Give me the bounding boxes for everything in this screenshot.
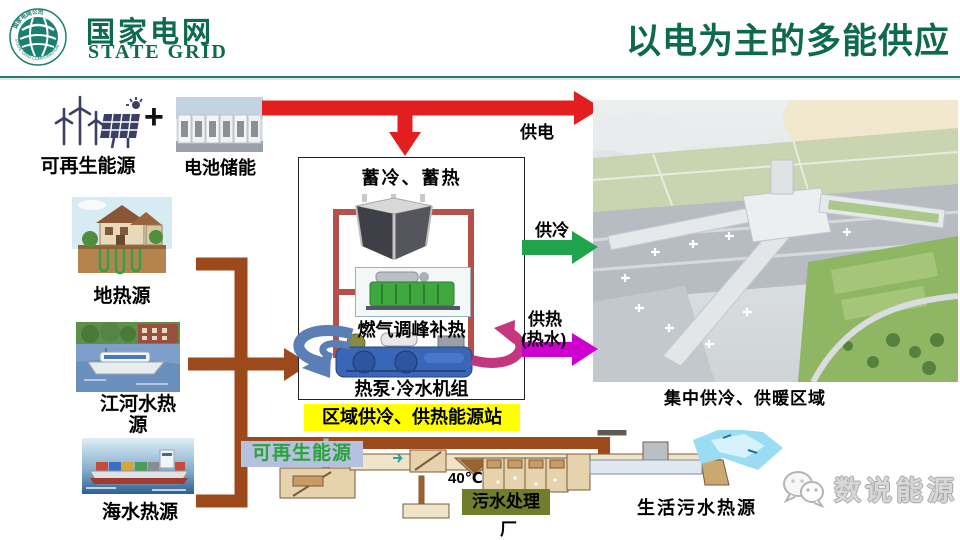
- station-name-label: 区域供冷、供热能源站: [304, 404, 520, 431]
- airport-aerial-photo: [593, 100, 958, 382]
- heating-supply-label: 供热: [528, 310, 562, 329]
- battery-label: 电池储能: [184, 158, 256, 178]
- storage-label: 蓄冷、蓄热: [361, 168, 462, 188]
- heating-supply-label-line2: (热水): [521, 330, 567, 349]
- thermal-storage-tank-image: [355, 194, 433, 260]
- wind-turbine-solar-icon: [54, 95, 143, 149]
- renewable-tag-label: 可再生能源: [241, 441, 363, 467]
- power-supply-arrow: [262, 91, 602, 156]
- sewage-treatment-diagram: [279, 430, 783, 519]
- river-label: 江河水热源: [99, 394, 176, 436]
- geothermal-label: 地热源: [93, 286, 151, 307]
- energy-station-box: 蓄冷、蓄热 燃气调峰补热 热泵·冷水机组: [298, 157, 525, 400]
- sea-water-image: [82, 438, 194, 494]
- header-divider: [0, 76, 960, 78]
- river-water-image: [76, 322, 180, 392]
- sewage-source-label: 生活污水热源: [637, 498, 757, 518]
- demand-area-label: 集中供冷、供暖区域: [664, 389, 826, 408]
- cooling-supply-label: 供冷: [535, 221, 569, 240]
- watermark: 数说能源: [780, 464, 958, 512]
- sewage-plant-label-line2: 厂: [500, 520, 517, 539]
- logo-en-text: STATE GRID: [88, 41, 228, 63]
- power-supply-label: 供电: [520, 123, 554, 142]
- heatpump-label: 热泵·冷水机组: [354, 379, 469, 399]
- sewage-plant-label: 污水处理: [462, 489, 550, 515]
- plus-sign: +: [144, 98, 164, 136]
- page-title: 以电为主的多能供应: [625, 22, 950, 61]
- temperature-label: 40℃: [448, 470, 483, 487]
- wechat-bubbles-icon: [783, 471, 825, 509]
- battery-storage-image: [176, 97, 263, 152]
- renewable-label: 可再生能源: [40, 156, 136, 177]
- heat-pump-chiller-image: [335, 332, 473, 378]
- state-grid-globe-icon: 国家电网公司 STATE GRID CORPORATION: [9, 8, 67, 66]
- sea-label: 海水热源: [101, 502, 178, 523]
- geothermal-image: [72, 197, 172, 275]
- gas-generator-image: [355, 267, 471, 317]
- logo-cn-text: 国家电网: [86, 17, 215, 49]
- gas-peak-label: 燃气调峰补热: [357, 320, 466, 340]
- watermark-text: 数说能源: [834, 475, 958, 506]
